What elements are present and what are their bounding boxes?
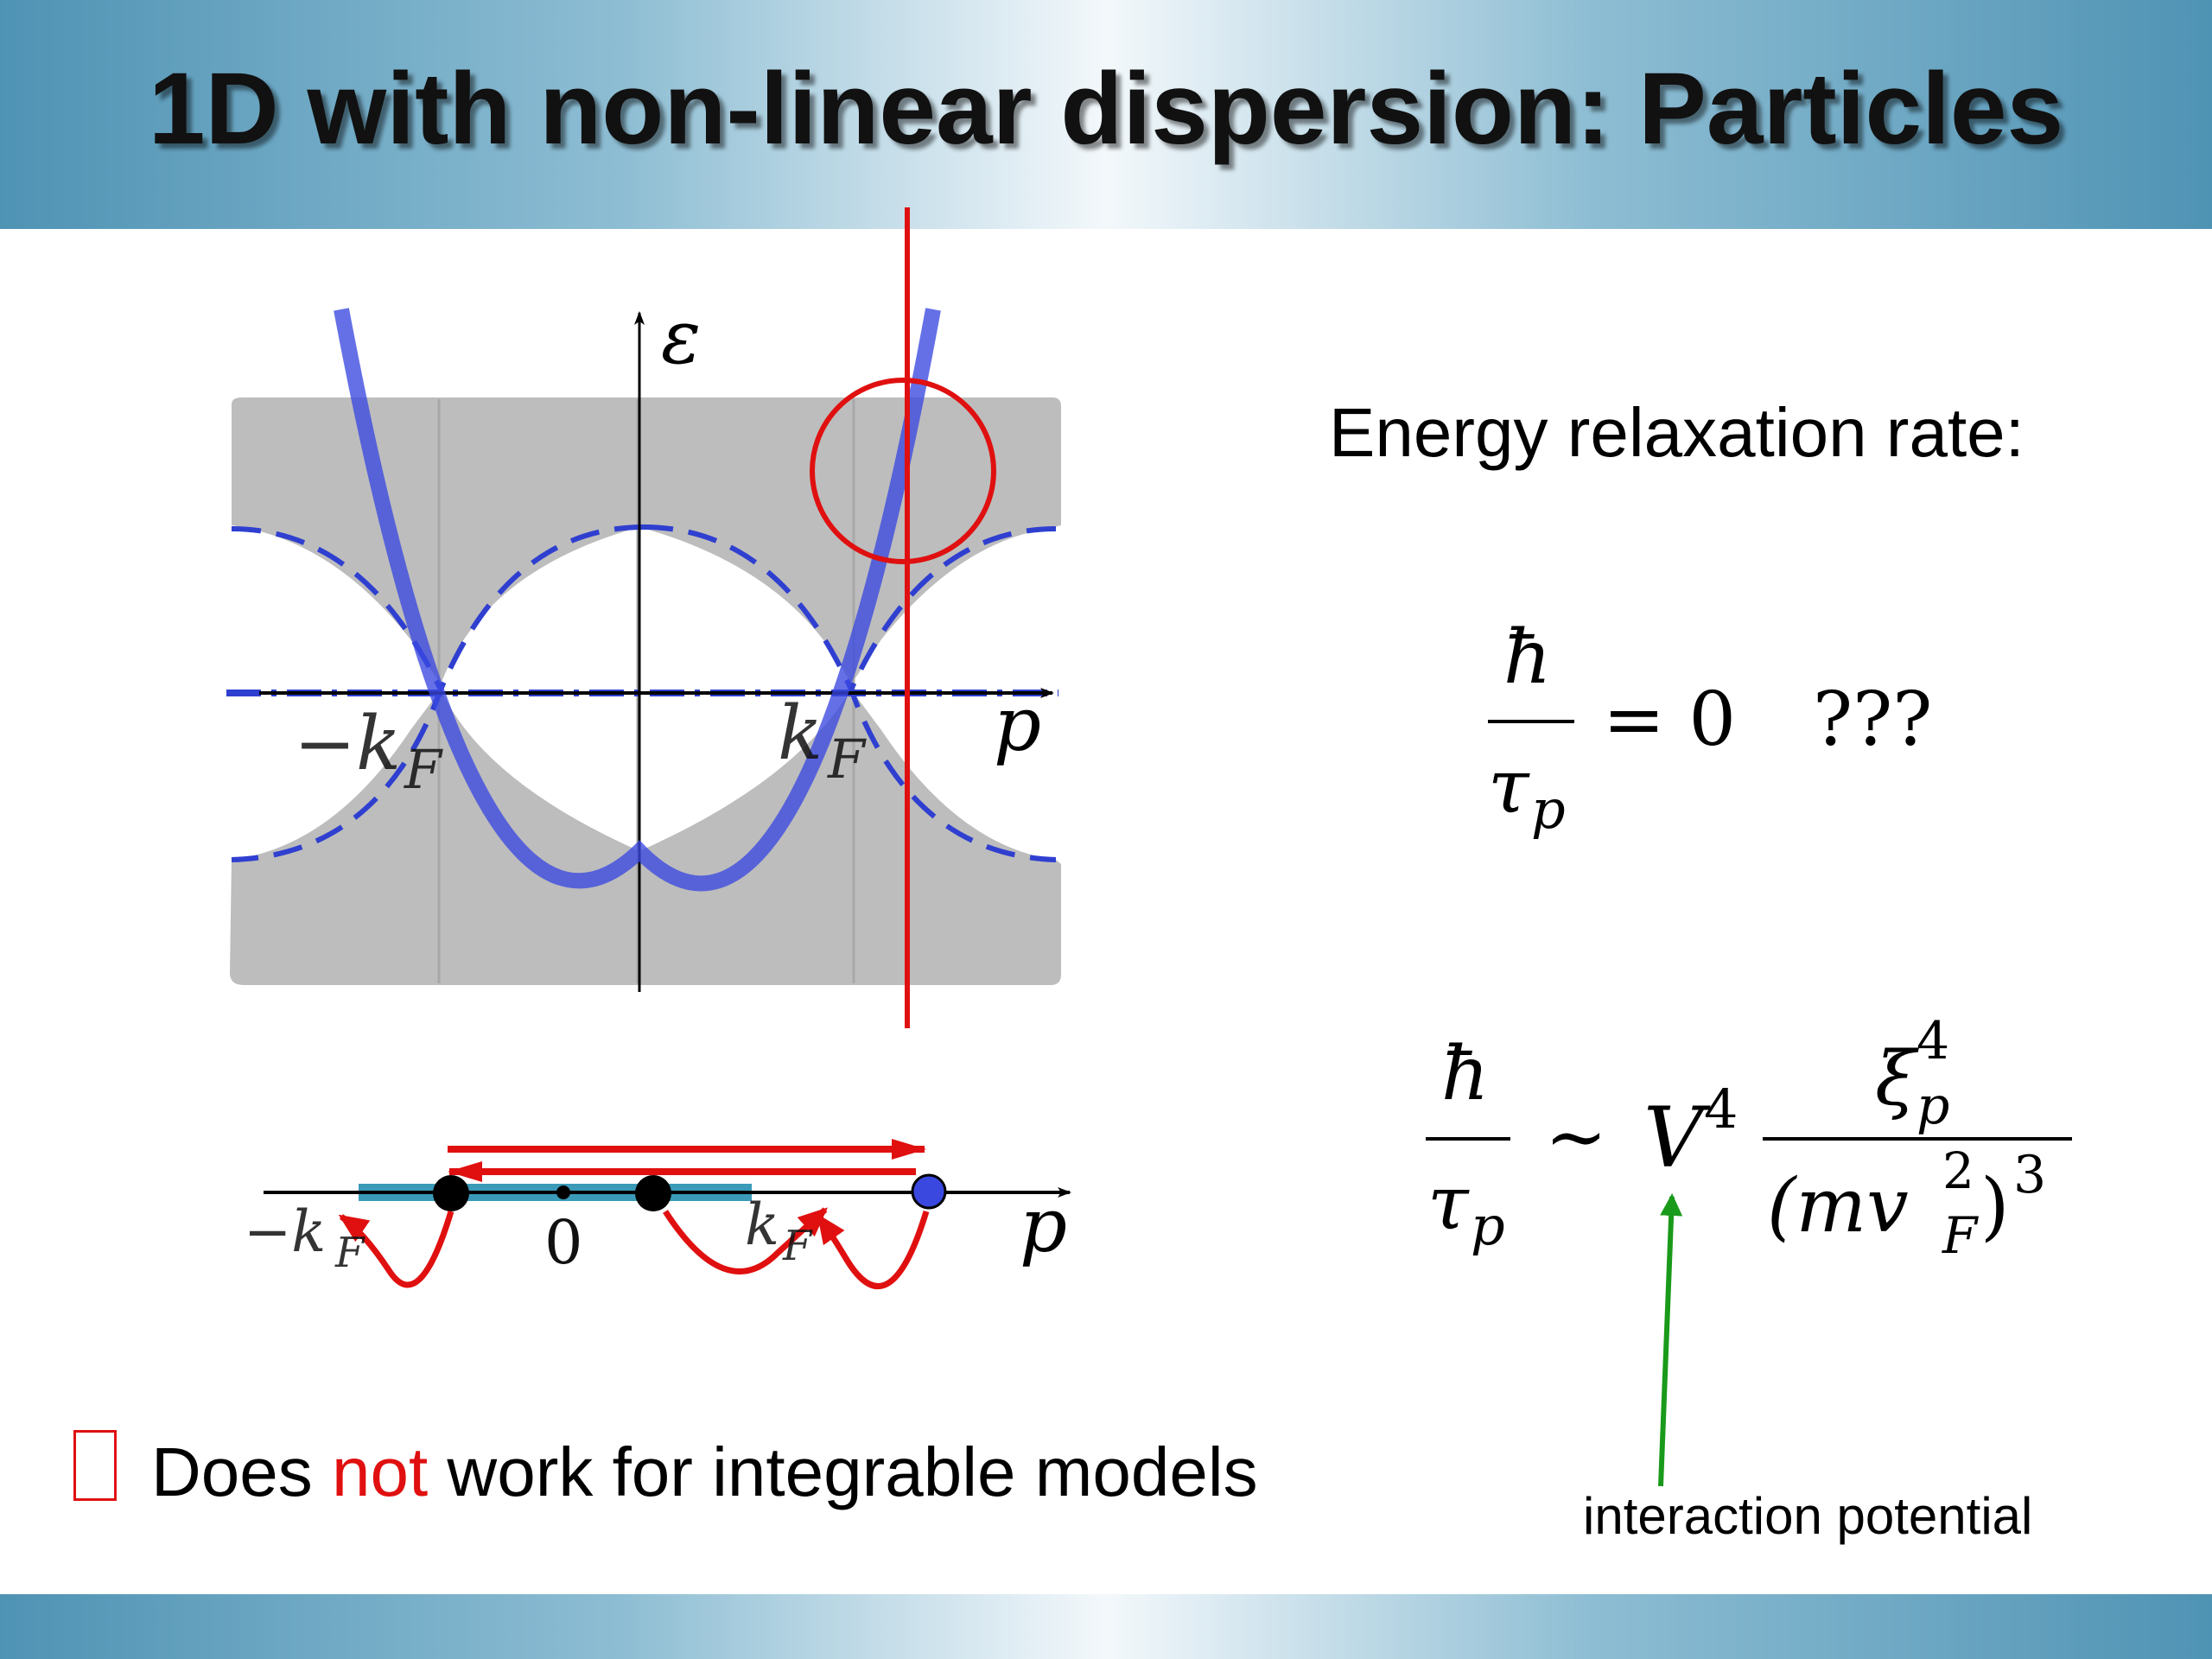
lower-minus-kf-label: −k [244, 1198, 326, 1265]
eq2-vf-power: 2 [1942, 1141, 1974, 1200]
green-annotation-arrow [1658, 1193, 1683, 1487]
bullet-suffix: work for integrable models [428, 1433, 1258, 1510]
lower-momentum-label: p [1020, 1183, 1067, 1269]
eq2-vf-subscript: F [1942, 1206, 1979, 1265]
kf-subscript: F [827, 728, 867, 791]
eq2-denominator-subscript: p [1471, 1194, 1505, 1257]
lower-zero-label: 0 [544, 1207, 583, 1278]
eq2-den-open: (mv [1767, 1163, 1909, 1249]
excited-particle [911, 1173, 947, 1210]
lower-kf-subscript: F [782, 1222, 813, 1270]
eq1-denominator-subscript: p [1531, 778, 1566, 841]
shaded-region-top [232, 397, 1061, 684]
eq1-rhs: = 0 [1603, 677, 1736, 763]
eq1-numerator: ħ [1503, 614, 1551, 701]
red-circle [810, 378, 996, 564]
eq2-sim: ∼ [1545, 1094, 1607, 1180]
eq2-v-power: 4 [1704, 1077, 1738, 1141]
header-band [0, 0, 2212, 229]
bullet-prefix: Does [151, 1433, 332, 1510]
slide-title: 1D with non-linear dispersion: Particles [148, 52, 2064, 166]
eq2-numerator: ħ [1441, 1031, 1489, 1117]
eq2-den-close: ) [1980, 1163, 2010, 1249]
minus-kf-label: −k [294, 701, 401, 787]
equation-relaxation-scaling: ħ τ p ∼ V 4 ξ 4 p (mv 2 F ) 3 [1426, 1011, 2072, 1265]
bullet-box-icon [73, 1430, 117, 1501]
particle-hole-left [433, 1175, 469, 1211]
relaxation-rate-heading: Energy relaxation rate: [1329, 394, 2024, 471]
eq2-v: V [1643, 1090, 1711, 1186]
eq2-xi: ξ [1875, 1036, 1919, 1122]
red-curve-left [338, 1210, 454, 1288]
equation-relaxation-zero: ħ τ p = 0 ??? [1488, 614, 1932, 841]
eq2-xi-power: 4 [1916, 1011, 1949, 1071]
interaction-potential-label: interaction potential [1583, 1487, 2033, 1545]
lower-kf-label: k [745, 1192, 779, 1258]
kf-label: k [778, 690, 823, 777]
minus-kf-subscript: F [404, 738, 443, 801]
origin-dot [556, 1185, 570, 1199]
eq1-question: ??? [1813, 677, 1932, 763]
dispersion-parabola [334, 308, 941, 892]
particle-hole-right [635, 1175, 671, 1211]
bullet-highlight: not [331, 1433, 429, 1510]
lower-minus-kf-subscript: F [334, 1229, 365, 1277]
bullet-statement: Does not work for integrable models [73, 1430, 1258, 1512]
energy-axis-label: ε [661, 295, 701, 381]
eq1-denominator: τ [1488, 744, 1530, 830]
eq2-xi-subscript: p [1916, 1076, 1949, 1136]
eq2-den-power: 3 [2013, 1145, 2046, 1205]
eq2-denominator: τ [1427, 1160, 1470, 1247]
red-curve-far-right [817, 1210, 930, 1289]
red-curve-right [663, 1207, 828, 1274]
footer-band [0, 1594, 2212, 1659]
momentum-axis-label: p [994, 682, 1041, 768]
